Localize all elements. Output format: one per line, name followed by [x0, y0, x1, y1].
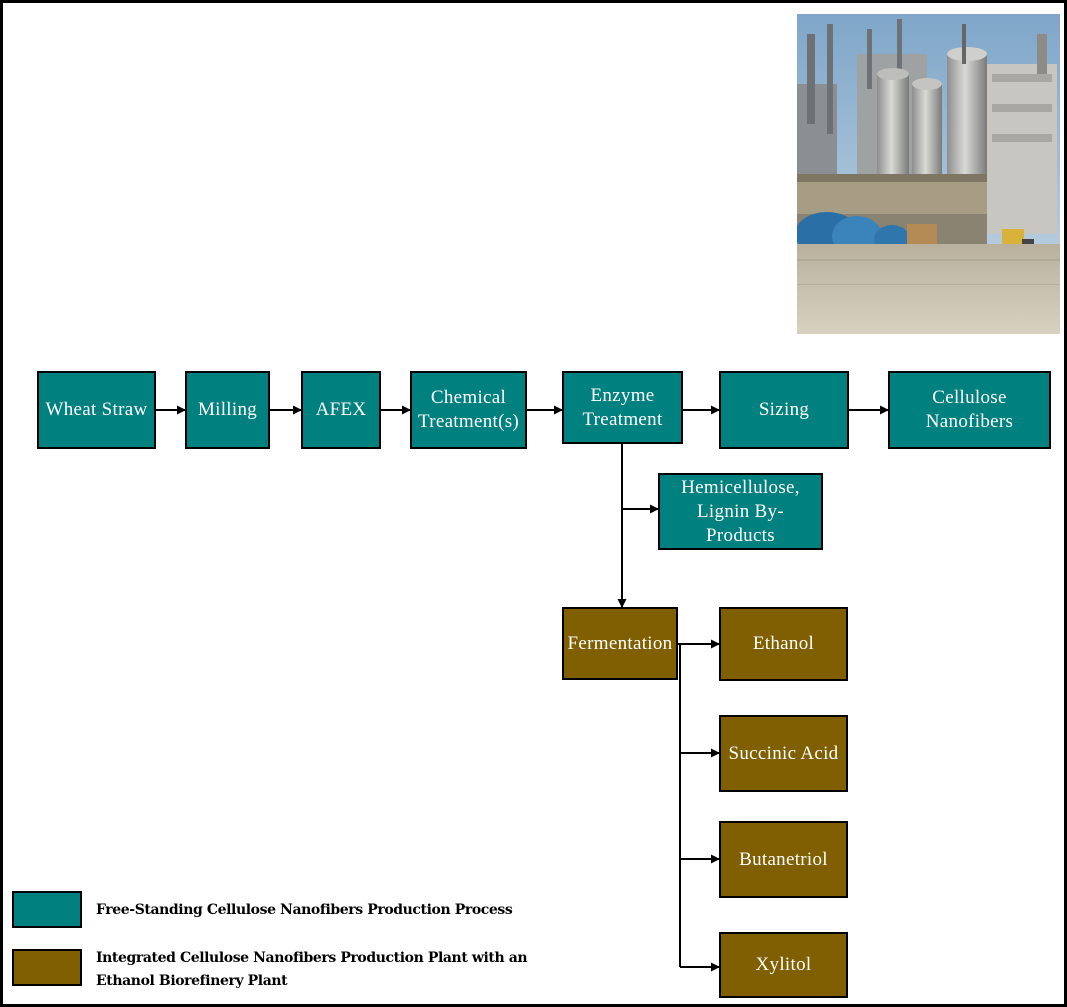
node-succinic-acid: Succinic Acid	[719, 715, 848, 792]
node-afex: AFEX	[301, 371, 381, 449]
node-butanetriol: Butanetriol	[719, 821, 848, 898]
legend-label-integrated: Integrated Cellulose Nanofibers Producti…	[96, 950, 528, 989]
node-fermentation: Fermentation	[562, 607, 678, 680]
node-ethanol: Ethanol	[719, 607, 848, 681]
node-enzyme-treatment: Enzyme Treatment	[562, 371, 683, 444]
node-chemical-treatment: Chemical Treatment(s)	[410, 371, 527, 449]
node-sizing: Sizing	[719, 371, 849, 449]
node-xylitol: Xylitol	[719, 932, 848, 998]
node-wheat-straw: Wheat Straw	[37, 371, 156, 449]
node-cellulose-nanofibers: Cellulose Nanofibers	[888, 371, 1051, 449]
legend-swatch-free-standing	[12, 891, 82, 928]
legend-swatch-integrated	[12, 949, 82, 986]
biorefinery-plant-photo	[797, 14, 1060, 334]
legend-label-free-standing: Free-Standing Cellulose Nanofibers Produ…	[96, 902, 513, 918]
node-milling: Milling	[185, 371, 270, 449]
node-hemicellulose-lignin: Hemicellulose, Lignin By-Products	[658, 473, 823, 550]
